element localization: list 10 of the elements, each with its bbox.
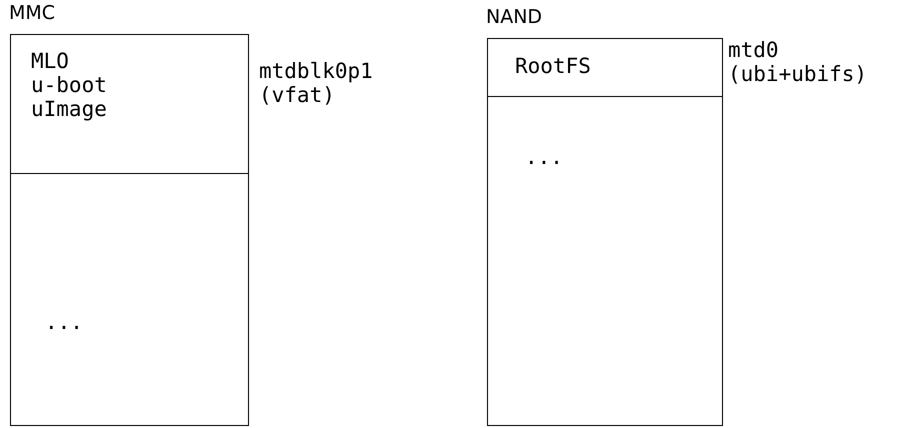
partition-content-text: ... (525, 145, 563, 169)
partition-name-label: mtdblk0p1 (vfat) (259, 59, 374, 107)
partition-content-text: MLO (31, 49, 69, 73)
device-heading: NAND (486, 8, 542, 27)
partition-content-text: u-boot (31, 73, 107, 97)
device-heading: MMC (9, 4, 56, 23)
partition-content-text: uImage (31, 97, 107, 121)
partition-content-text: ... (45, 310, 83, 334)
partition-name-label: mtd0 (ubi+ubifs) (728, 38, 868, 86)
partition-content-text: RootFS (515, 54, 591, 78)
